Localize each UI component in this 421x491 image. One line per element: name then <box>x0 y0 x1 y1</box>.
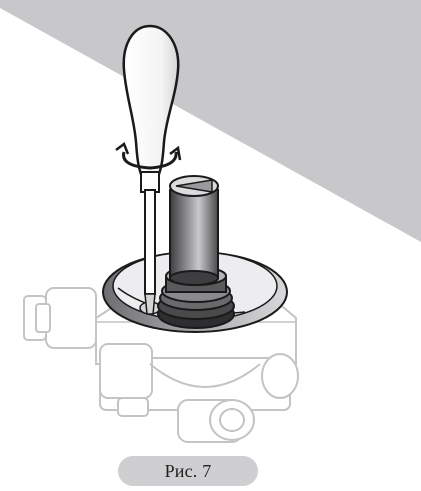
valve-stem-icon <box>169 175 219 286</box>
screwdriver-icon <box>122 24 180 315</box>
background-band <box>0 0 421 242</box>
figure-caption: Рис. 7 <box>164 460 212 481</box>
figure-caption-pill: Рис. 7 <box>118 456 258 486</box>
rotation-arrow-icon <box>115 142 182 170</box>
